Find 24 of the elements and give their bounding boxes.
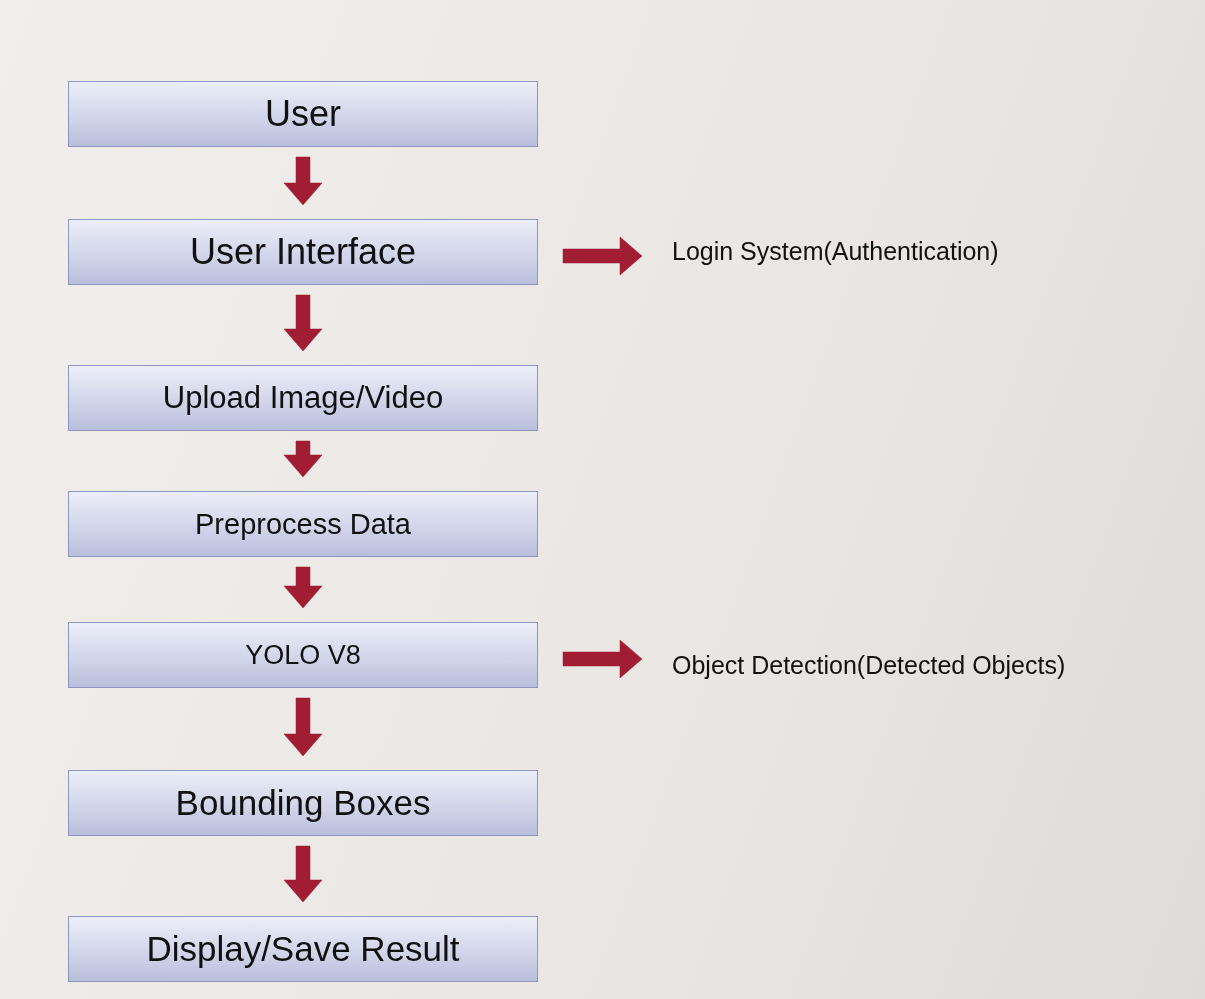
output-label: Object Detection(Detected Objects) bbox=[672, 650, 1066, 680]
process-box bbox=[68, 770, 538, 836]
arrow bbox=[562, 639, 643, 679]
box-label: User bbox=[265, 93, 341, 135]
arrow bbox=[283, 845, 323, 903]
process-box bbox=[68, 916, 538, 982]
box-label: Display/Save Result bbox=[146, 929, 460, 969]
arrow bbox=[562, 236, 643, 276]
arrow bbox=[283, 566, 323, 609]
box-label: Upload Image/Video bbox=[162, 380, 444, 416]
arrow bbox=[283, 294, 323, 352]
process-box bbox=[68, 622, 538, 688]
process-box bbox=[68, 365, 538, 431]
box-label: Bounding Boxes bbox=[175, 783, 431, 823]
box-label: User Interface bbox=[189, 231, 417, 273]
box-label: Preprocess Data bbox=[195, 507, 411, 541]
output-label: Login System(Authentication) bbox=[672, 236, 999, 266]
arrow bbox=[283, 697, 323, 757]
arrow bbox=[283, 156, 323, 206]
process-box bbox=[68, 219, 538, 285]
box-label: YOLO V8 bbox=[245, 639, 361, 671]
process-box bbox=[68, 81, 538, 147]
arrow bbox=[283, 440, 323, 478]
process-box bbox=[68, 491, 538, 557]
